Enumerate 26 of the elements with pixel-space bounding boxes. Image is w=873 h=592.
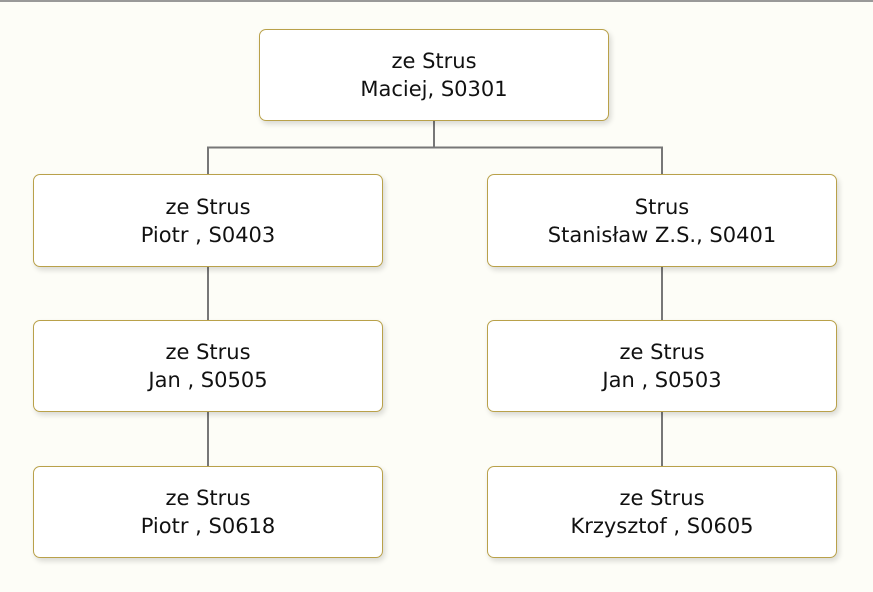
person-name: Krzysztof , S0605 [570, 513, 754, 540]
family-name: ze Strus [165, 194, 251, 220]
person-name: Jan , S0503 [602, 367, 722, 394]
family-name: Strus [634, 194, 690, 220]
connector-line [433, 121, 663, 174]
person-box [33, 320, 383, 412]
person-box [487, 320, 837, 412]
person-box [259, 29, 609, 121]
family-name: ze Strus [165, 339, 251, 366]
person-box [487, 466, 837, 558]
person-box [487, 174, 837, 267]
family-name: ze Strus [165, 485, 251, 512]
person-name: Maciej, S0301 [360, 76, 508, 103]
person-name: Piotr , S0403 [140, 222, 276, 248]
person-name: Piotr , S0618 [140, 513, 276, 540]
person-box [33, 466, 383, 558]
connector-line [207, 267, 209, 320]
person-name: Stanisław Z.S., S0401 [548, 222, 776, 248]
connector-line [661, 267, 663, 320]
family-name: ze Strus [619, 339, 705, 366]
connector-line [207, 412, 209, 466]
person-name: Jan , S0505 [148, 367, 268, 394]
connector-line [661, 412, 663, 466]
family-name: ze Strus [619, 485, 705, 512]
person-box [33, 174, 383, 267]
family-name: ze Strus [391, 48, 477, 75]
